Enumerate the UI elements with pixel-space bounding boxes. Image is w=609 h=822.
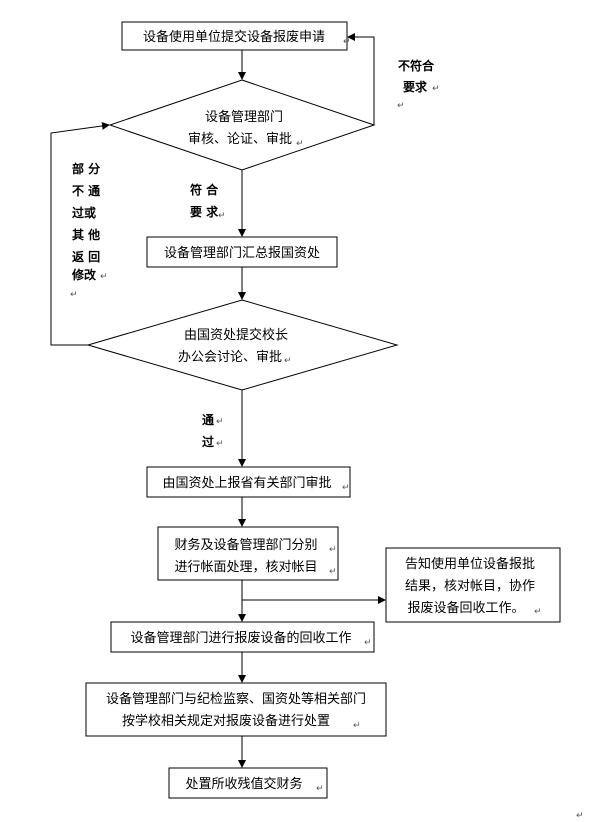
notify-line3: 报废设备回收工作。 <box>407 600 524 616</box>
decision2-line1: 由国资处提交校长 <box>184 327 288 343</box>
label-partial-3: 过或 <box>72 205 96 220</box>
notify-line2: 结果，核对帐目，协作 <box>405 579 535 594</box>
step6-box <box>85 682 387 737</box>
svg-text:↵: ↵ <box>216 439 224 449</box>
svg-text:↵: ↵ <box>364 638 372 648</box>
svg-text:↵: ↵ <box>397 101 405 111</box>
loop-partial-fail <box>50 121 110 346</box>
decision2-line2: 办公会讨论、审批 <box>178 350 282 365</box>
decision1-diamond <box>108 79 376 171</box>
svg-text:↵: ↵ <box>70 290 78 300</box>
svg-text:↵: ↵ <box>329 545 337 555</box>
step3-box <box>146 466 351 498</box>
svg-text:↵: ↵ <box>276 335 284 345</box>
svg-text:↵: ↵ <box>316 784 324 794</box>
step7-text: 处置所收残值交财务 <box>185 776 302 792</box>
step3-text: 由国资处上报省有关部门审批 <box>162 476 331 491</box>
label-pass-1: 通 <box>202 412 214 427</box>
loop-not-meet <box>347 33 375 125</box>
svg-text:↵: ↵ <box>216 417 224 427</box>
step1-text: 设备使用单位提交设备报废申请 <box>143 29 325 45</box>
decision1-line1: 设备管理部门 <box>205 109 283 125</box>
step5-text: 设备管理部门进行报废设备的回收工作 <box>130 630 351 646</box>
svg-text:↵: ↵ <box>343 37 351 47</box>
label-not-meet-2: 要求 <box>403 79 428 94</box>
label-partial-4: 其 他 <box>72 227 100 242</box>
step4-line1: 财务及设备管理部门分别 <box>174 537 317 553</box>
step6-line1: 设备管理部门与纪检监察、国资处等相关部门 <box>106 691 366 707</box>
svg-text:↵: ↵ <box>218 211 226 221</box>
label-partial-5: 返 回 <box>72 249 100 264</box>
svg-text:↵: ↵ <box>284 356 292 366</box>
label-partial-2: 不 通 <box>72 183 100 198</box>
step6-line2: 按学校相关规定对报废设备进行处置 <box>122 713 330 729</box>
svg-text:↵: ↵ <box>534 607 542 617</box>
step4-line2: 进行帐面处理，核对帐目 <box>174 560 317 575</box>
svg-text:↵: ↵ <box>432 84 440 94</box>
notify-line1: 告知使用单位设备报批 <box>405 556 535 572</box>
label-meet-2: 要 求 <box>190 204 219 219</box>
svg-text:↵: ↵ <box>576 811 584 821</box>
step7-box <box>168 767 328 799</box>
step2-text: 设备管理部门汇总报国资处 <box>164 245 320 261</box>
step4-box <box>157 526 339 581</box>
paragraph-marks: ↵ ↵ ↵ ↵ ↵ ↵ ↵ ↵ ↵ ↵ ↵ ↵ ↵ ↵ ↵ ↵ ↵ ↵ ↵ <box>70 37 584 821</box>
svg-text:↵: ↵ <box>353 721 361 731</box>
svg-text:↵: ↵ <box>329 567 337 577</box>
decision2-diamond <box>86 299 399 391</box>
label-pass-2: 过 <box>202 434 214 449</box>
label-partial-1: 部 分 <box>72 161 100 176</box>
notify-box <box>385 547 561 623</box>
decision1-line2: 审核、论证、审批 <box>188 132 292 147</box>
label-partial-6: 修改 <box>71 267 97 282</box>
svg-text:↵: ↵ <box>100 272 108 282</box>
label-meet-1: 符 合 <box>190 182 219 197</box>
svg-text:↵: ↵ <box>296 139 304 149</box>
label-not-meet-1: 不符合 <box>398 58 435 73</box>
svg-text:↵: ↵ <box>342 483 350 493</box>
